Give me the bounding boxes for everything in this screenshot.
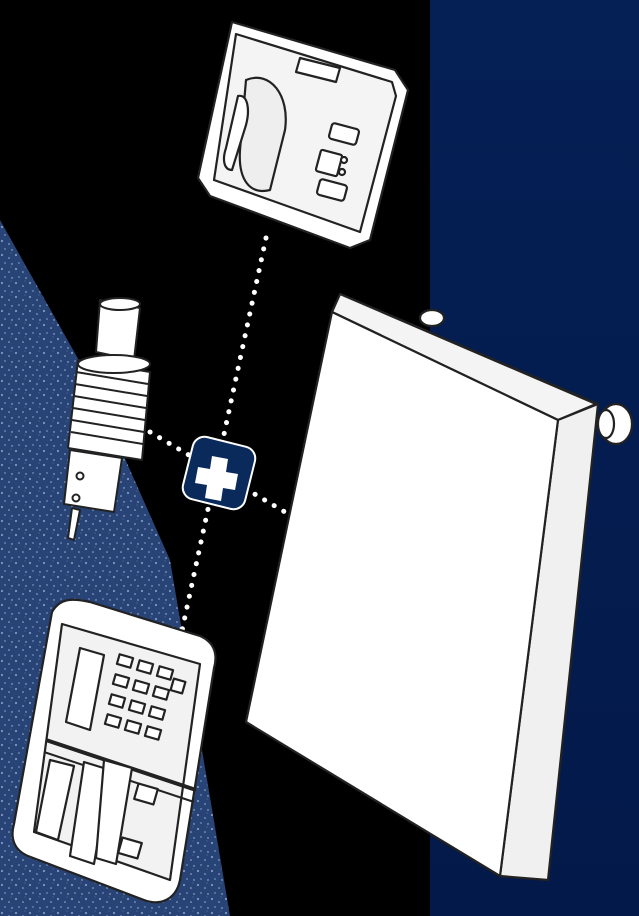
scale-system-illustration	[0, 0, 639, 916]
